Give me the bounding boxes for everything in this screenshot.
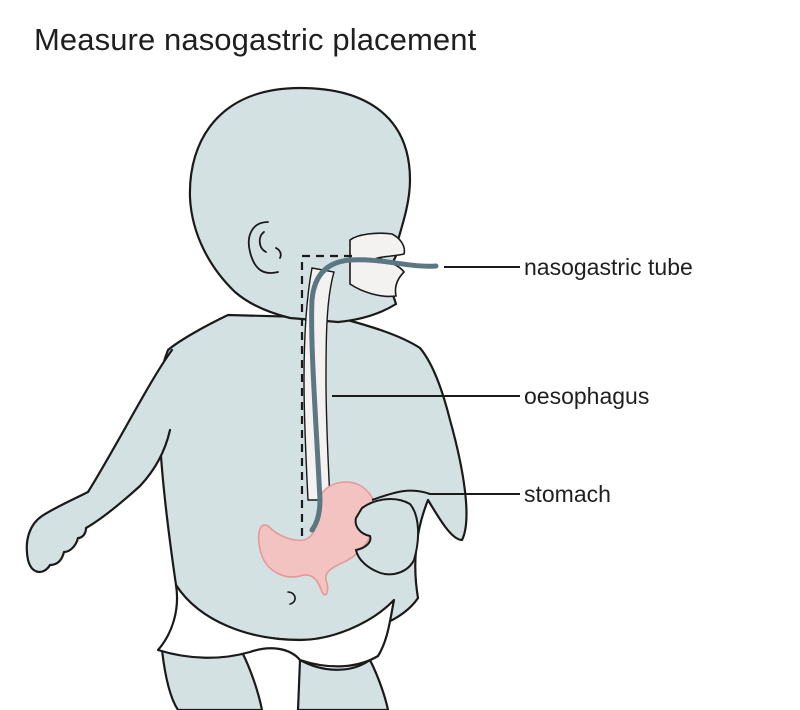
diagram-title: Measure nasogastric placement bbox=[34, 22, 477, 57]
nasogastric-tube-line bbox=[309, 257, 439, 533]
right-hand bbox=[354, 498, 420, 576]
nappy bbox=[156, 583, 396, 668]
right-leg bbox=[296, 658, 390, 710]
left-leg bbox=[160, 648, 264, 710]
leader-line-stomach bbox=[371, 489, 520, 501]
measurement-dashed-line bbox=[300, 254, 352, 536]
navel bbox=[287, 591, 296, 605]
nasal-cavity bbox=[349, 232, 406, 298]
left-arm bbox=[25, 348, 174, 573]
ear bbox=[247, 221, 282, 274]
label-oesophagus: oesophagus bbox=[524, 383, 649, 409]
label-nasogastric-tube: nasogastric tube bbox=[524, 254, 693, 280]
label-stomach: stomach bbox=[524, 481, 611, 507]
